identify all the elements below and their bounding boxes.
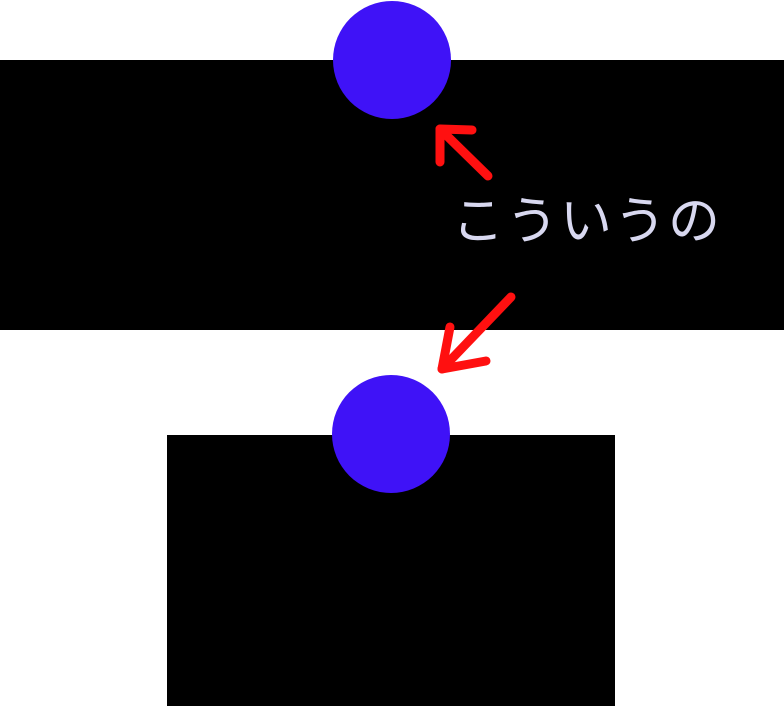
top-blue-dot — [333, 1, 451, 119]
caption-text: こういうの — [452, 192, 723, 252]
bottom-blue-dot — [332, 375, 450, 493]
